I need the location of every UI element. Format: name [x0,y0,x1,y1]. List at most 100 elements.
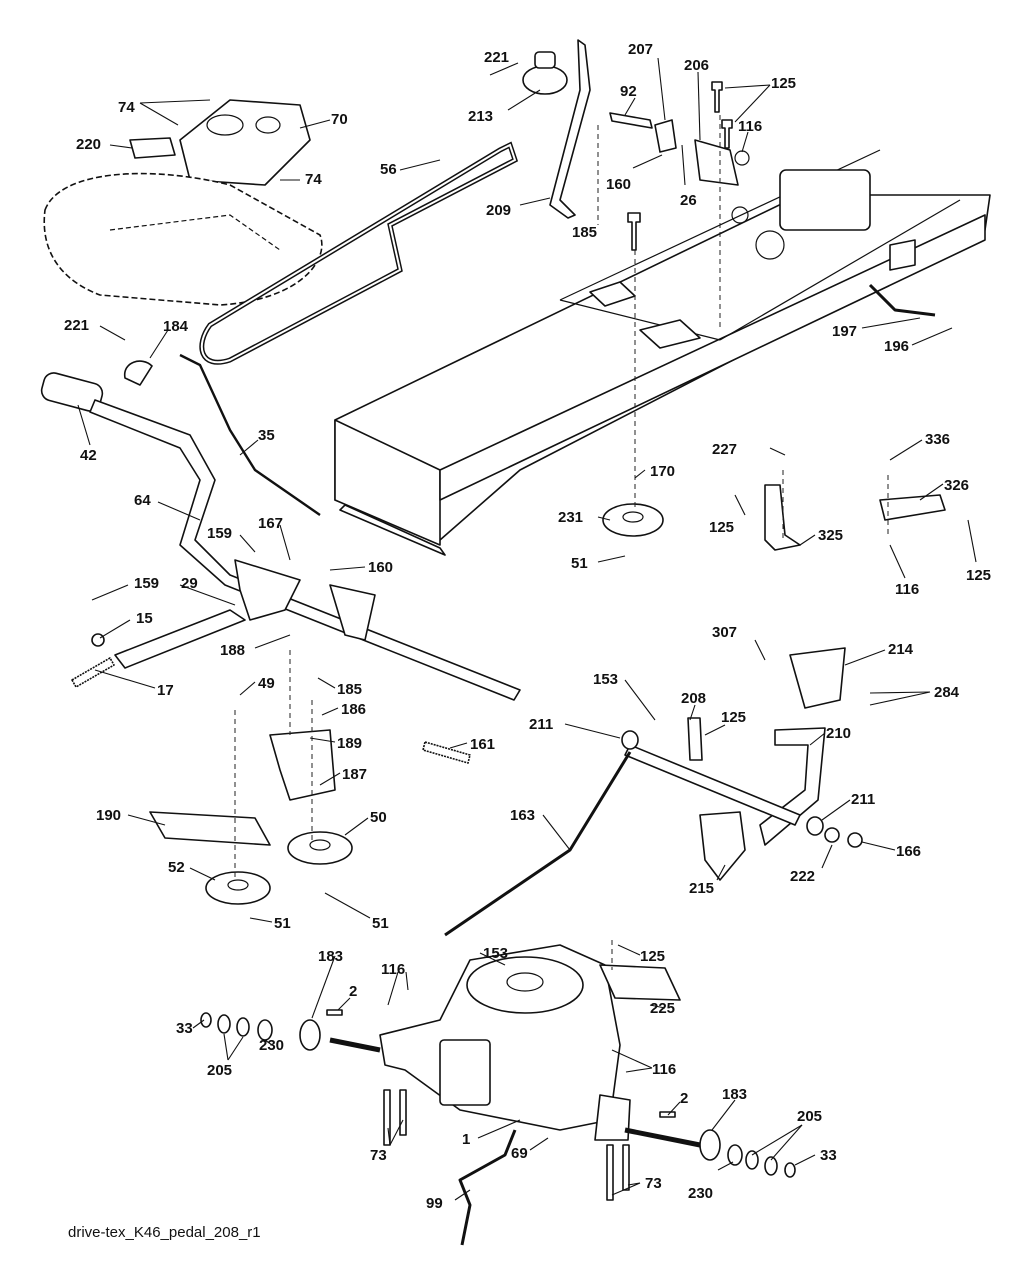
bracket-right [329,584,376,641]
knob-213 [522,65,568,95]
callout-labels: 221 213 207 92 206 125 116 160 26 209 18… [64,41,991,1212]
callout-35: 35 [258,427,275,444]
rod-99 [458,1129,517,1246]
callout-125: 125 [771,75,796,92]
callout-336: 336 [925,431,950,448]
callout-196: 196 [884,338,909,355]
callout-230: 230 [688,1185,713,1202]
callout-211: 211 [529,716,553,733]
callout-207: 207 [628,41,653,58]
key-2-left [326,1009,343,1016]
bushing-211-a [621,730,639,750]
callout-170: 170 [650,463,675,480]
callout-227: 227 [712,441,737,458]
hood-cover [43,172,323,306]
bolt-185-top [627,212,641,251]
pedal-shaft [624,744,801,826]
washer-205-right-a [745,1150,759,1170]
bracket-326 [879,494,946,521]
callout-51: 51 [571,555,588,572]
callout-26: 26 [680,192,697,209]
transaxle [329,944,701,1148]
pulley-183-right [699,1129,721,1161]
callout-185: 185 [337,681,362,698]
washer-230-right [727,1144,743,1166]
pulley-52 [205,871,271,905]
callout-116: 116 [381,961,405,978]
clip-33-right [784,1162,796,1178]
bolts-73-right [606,1144,630,1201]
link-207 [654,119,677,153]
callout-153: 153 [483,945,508,962]
callout-197: 197 [832,323,857,340]
callout-220: 220 [76,136,101,153]
pulley-231 [602,503,664,537]
rod-163 [444,751,632,937]
callout-73: 73 [370,1147,387,1164]
spring-17 [71,657,115,688]
callout-70: 70 [331,111,348,128]
callout-184: 184 [163,318,189,335]
callout-221: 221 [64,317,89,334]
ring-166 [847,832,863,848]
washer-205-left-b [217,1014,231,1034]
clip-33-left [200,1012,212,1028]
callout-64: 64 [134,492,151,509]
callout-230: 230 [259,1037,284,1054]
rod-29 [114,609,246,669]
callout-166: 166 [896,843,921,860]
callout-69: 69 [511,1145,528,1162]
callout-116: 116 [652,1061,676,1078]
shift-rod-64 [89,399,521,701]
callout-307: 307 [712,624,737,641]
callout-73: 73 [645,1175,662,1192]
pin-92 [609,112,653,129]
callout-2: 2 [349,983,357,1000]
drive-belt-inner [200,143,517,364]
callout-213: 213 [468,108,493,125]
callout-325: 325 [818,527,843,544]
callout-33: 33 [176,1020,193,1037]
bracket-mount [234,559,301,621]
callout-186: 186 [341,701,366,718]
callout-183: 183 [722,1086,747,1103]
callout-190: 190 [96,807,121,824]
callout-163: 163 [510,807,535,824]
pedal-plate-214 [789,647,846,709]
washer-205-left-a [236,1017,250,1037]
callout-187: 187 [342,766,367,783]
callout-99: 99 [426,1195,443,1212]
callout-116: 116 [738,118,762,135]
pulley-183-left [299,1019,321,1051]
washer-205-right-b [764,1156,778,1176]
callout-125: 125 [709,519,734,536]
callout-160: 160 [368,559,393,576]
callout-56: 56 [380,161,397,178]
callout-33: 33 [820,1147,837,1164]
assembly-guide-lines [234,115,889,970]
callout-52: 52 [168,859,185,876]
callout-221: 221 [484,49,509,66]
bushing-211-b [806,816,824,836]
callout-153: 153 [593,671,618,688]
callout-2: 2 [680,1090,688,1107]
callout-74: 74 [305,171,322,188]
callout-214: 214 [888,641,914,658]
callout-210: 210 [826,725,851,742]
callout-116: 116 [895,581,919,598]
decal-220 [129,137,176,159]
callout-225: 225 [650,1000,675,1017]
callout-92: 92 [620,83,637,100]
cable-35 [179,353,321,516]
callout-51: 51 [274,915,291,932]
callout-29: 29 [181,575,198,592]
fan-shield-225 [599,964,681,1001]
knob-cap [534,51,556,69]
washer-222 [824,827,840,843]
knob-184 [124,360,153,386]
callout-1: 1 [462,1131,470,1148]
callout-185: 185 [572,224,597,241]
callout-42: 42 [80,447,97,464]
callout-17: 17 [157,682,174,699]
